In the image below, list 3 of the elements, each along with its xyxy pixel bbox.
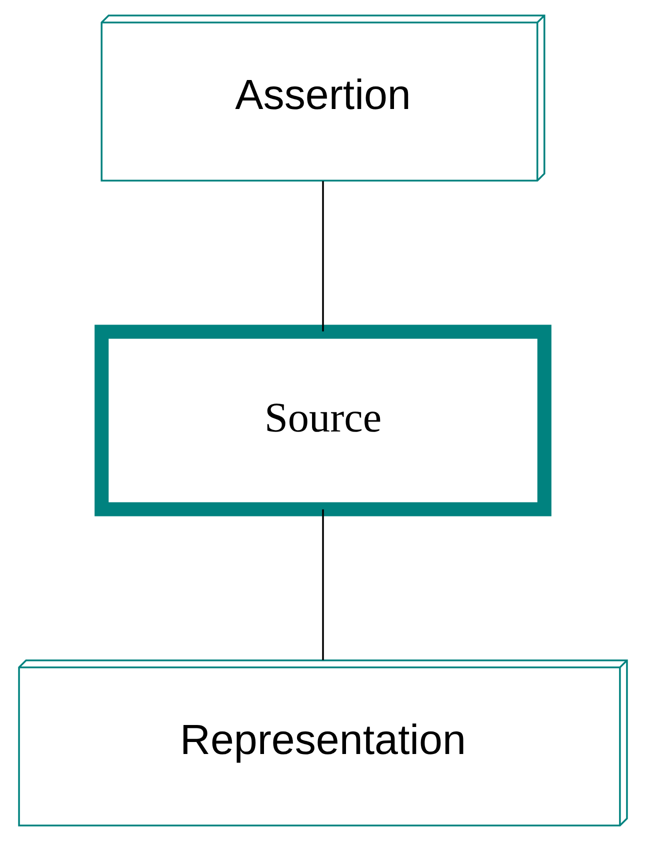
node-box: Source — [94, 324, 551, 516]
connector — [322, 181, 324, 332]
connector — [322, 509, 324, 660]
